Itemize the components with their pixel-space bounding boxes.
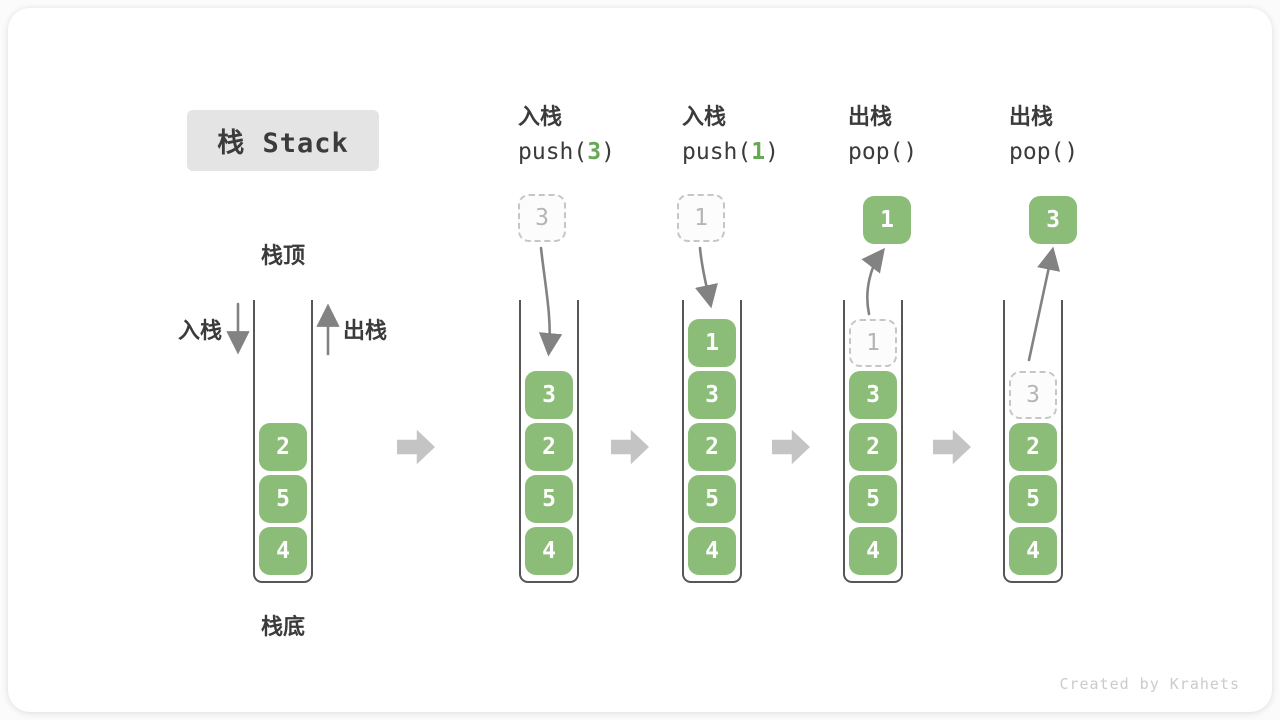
stack-block: 2	[849, 423, 897, 471]
stack-after-push-1: 1 3 2 5 4	[682, 300, 742, 583]
stack-block: 4	[688, 527, 736, 575]
operation-code: pop()	[1009, 141, 1169, 164]
operation-label: 出栈	[848, 104, 893, 129]
operation-pop-2: 出栈 pop()	[1009, 106, 1169, 164]
stack-after-pop-1: 1 3 2 5 4	[843, 300, 903, 583]
stack-block: 5	[1009, 475, 1057, 523]
stack-initial: 2 5 4	[253, 300, 313, 583]
stack-block: 2	[525, 423, 573, 471]
operation-code: push(3)	[518, 141, 678, 164]
operation-push-1: 入栈 push(1)	[682, 106, 842, 164]
operation-pop-1: 出栈 pop()	[848, 106, 1008, 164]
stack-block: 5	[259, 475, 307, 523]
page-title: 栈 Stack	[217, 128, 349, 159]
operation-code: pop()	[848, 141, 1008, 164]
stack-block: 1	[688, 319, 736, 367]
code-text: )	[1064, 139, 1079, 165]
code-text: )	[903, 139, 918, 165]
pop-direction-label: 出栈	[343, 318, 388, 343]
stack-block: 4	[259, 527, 307, 575]
stack-block: 3	[525, 371, 573, 419]
stack-block: 2	[259, 423, 307, 471]
stack-block: 2	[1009, 423, 1057, 471]
code-text: )	[601, 139, 615, 165]
stack-block: 3	[688, 371, 736, 419]
stack-block: 4	[1009, 527, 1057, 575]
code-arg: 1	[751, 139, 766, 165]
stack-block: 2	[688, 423, 736, 471]
stack-top-label: 栈顶	[261, 243, 306, 268]
operation-label: 出栈	[1009, 104, 1054, 129]
push-direction-label: 入栈	[178, 318, 223, 343]
stack-block: 3	[849, 371, 897, 419]
code-text: push(	[682, 139, 752, 165]
popped-value-box: 1	[863, 196, 911, 244]
stack-after-push-3: 3 2 5 4	[519, 300, 579, 583]
stack-block-ghost: 1	[849, 319, 897, 367]
code-text: )	[765, 139, 779, 165]
code-text: pop(	[1009, 139, 1065, 165]
stack-block: 5	[849, 475, 897, 523]
stack-block: 4	[525, 527, 573, 575]
stack-block-ghost: 3	[1009, 371, 1057, 419]
incoming-value-box: 1	[677, 194, 725, 242]
title-box: 栈 Stack	[187, 110, 379, 171]
stack-after-pop-3: 3 2 5 4	[1003, 300, 1063, 583]
incoming-value-box: 3	[518, 194, 566, 242]
operation-label: 入栈	[682, 104, 727, 129]
stack-block: 5	[688, 475, 736, 523]
stack-block: 5	[525, 475, 573, 523]
operation-code: push(1)	[682, 141, 842, 164]
stack-bottom-label: 栈底	[261, 614, 306, 639]
code-arg: 3	[587, 139, 602, 165]
operation-push-3: 入栈 push(3)	[518, 106, 678, 164]
stack-block: 4	[849, 527, 897, 575]
popped-value-box: 3	[1029, 196, 1077, 244]
code-text: pop(	[848, 139, 904, 165]
watermark: Created by Krahets	[1059, 675, 1240, 693]
code-text: push(	[518, 139, 588, 165]
operation-label: 入栈	[518, 104, 563, 129]
